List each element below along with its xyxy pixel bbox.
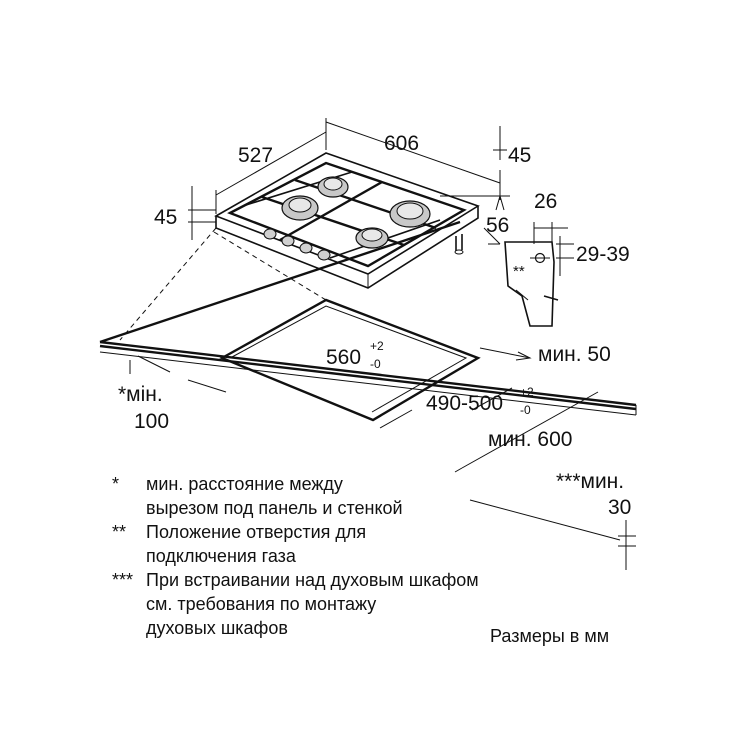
note-3-line-2: см. требования по монтажу: [146, 594, 376, 614]
burner-rear-left: [317, 176, 349, 198]
dim-min-rear-label: *мін.: [118, 383, 163, 406]
dim-hob-width: 606: [384, 132, 419, 155]
gas-connector-detail: [504, 222, 574, 327]
note-2-line-1: Положение отверстия для: [146, 522, 366, 542]
dim-hob-depth: 527: [238, 144, 273, 167]
note-3-marker: ***: [112, 570, 133, 590]
dim-cutout-depth-tol-lower: -0: [520, 403, 531, 417]
dim-cutout-depth: 490-500: [426, 392, 503, 415]
burner-rear-right: [389, 200, 431, 228]
clearance-dimensions: [129, 347, 636, 570]
dim-cutout-width: 560: [326, 346, 361, 369]
dim-cutout-width-tol-upper: +2: [370, 339, 384, 353]
dim-cutout-depth-tol-upper: +2: [520, 385, 534, 399]
dim-cutout-width-tol-lower: -0: [370, 357, 381, 371]
note-3-line-1: При встраивании над духовым шкафом: [146, 570, 479, 590]
note-2-marker: **: [112, 522, 126, 542]
dim-connector-depth: 26: [534, 190, 557, 213]
dim-min-rear-value: 100: [134, 410, 169, 433]
gas-connection-mark: **: [513, 263, 525, 280]
dim-hob-height-right: 45: [508, 144, 531, 167]
hob-dimension-lines: [188, 118, 510, 245]
burner-front-left: [281, 195, 319, 221]
note-1-marker: *: [112, 474, 119, 494]
dim-connection-offset: 56: [486, 214, 509, 237]
note-1-line-2: вырезом под панель и стенкой: [146, 498, 403, 518]
cutout: [219, 298, 481, 422]
projection-line-left: [119, 227, 217, 341]
hob: [214, 152, 480, 289]
note-3-line-3: духовых шкафов: [146, 618, 288, 638]
worktop: [99, 220, 637, 416]
dim-min-thickness-value: 30: [608, 496, 631, 519]
note-2-line-2: подключения газа: [146, 546, 297, 566]
footnotes: * мин. расстояние между вырезом под пане…: [112, 474, 479, 638]
burners: [281, 176, 431, 249]
dim-min-front: мин. 50: [538, 343, 611, 366]
note-1-line-1: мин. расстояние между: [146, 474, 343, 494]
dim-min-thickness-label: ***мин.: [556, 470, 624, 493]
gas-inlet-pipe: [455, 234, 463, 252]
dim-hob-height-left: 45: [154, 206, 177, 229]
units-caption: Размеры в мм: [490, 626, 609, 646]
dim-min-worktop: мин. 600: [488, 428, 572, 451]
burner-front-right: [355, 227, 389, 249]
control-knobs: [263, 228, 331, 261]
dim-connector-height: 29-39: [576, 243, 630, 266]
projection-line-cutout: [213, 231, 327, 301]
